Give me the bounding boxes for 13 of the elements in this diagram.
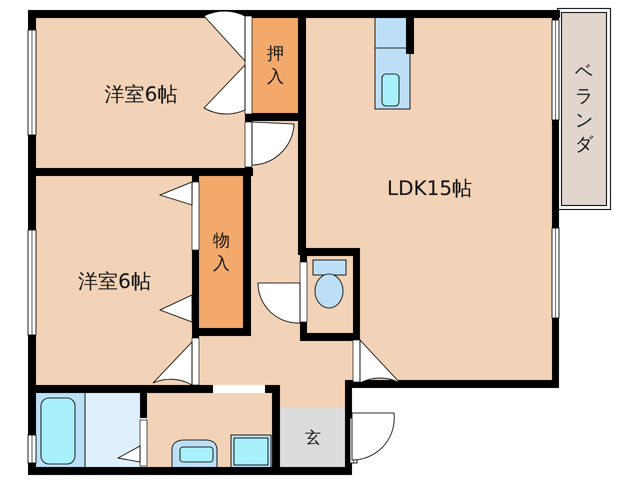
entrance-label: 玄 — [305, 429, 321, 447]
entrance-area — [280, 408, 346, 468]
room-label: LDK15帖 — [386, 176, 472, 198]
room-area — [36, 18, 246, 169]
balcony-label: ベランダ — [574, 60, 594, 158]
room-area — [36, 176, 193, 386]
closet-label: 物入 — [212, 230, 230, 276]
closet-area — [199, 176, 244, 329]
room-area — [306, 18, 553, 381]
room-label: 洋室6帖 — [104, 82, 178, 104]
room-label: 洋室6帖 — [78, 270, 151, 292]
closet-label: 押入 — [266, 43, 284, 89]
closet-area — [252, 18, 299, 114]
